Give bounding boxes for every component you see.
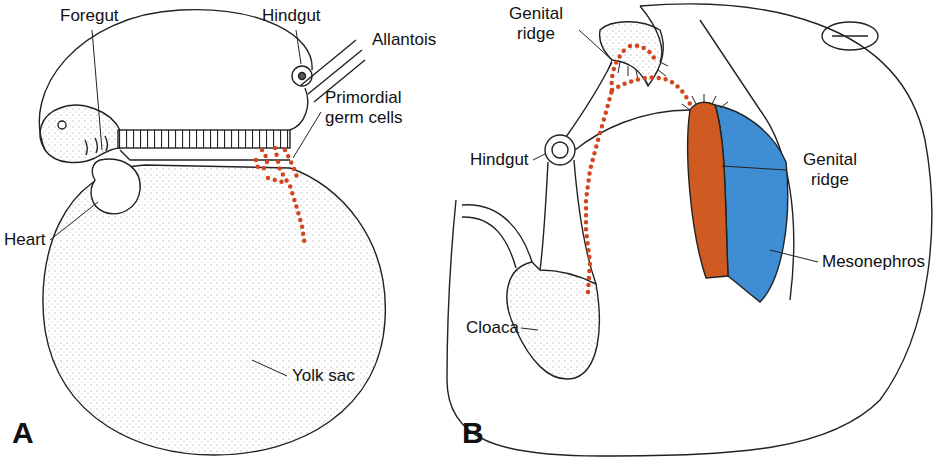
part-label: Cloaca	[466, 318, 519, 338]
hindgut-lumen	[552, 142, 568, 158]
embryo-eye	[58, 121, 66, 129]
genital-ridge	[688, 102, 728, 278]
part-label: Foregut	[60, 6, 119, 26]
allantois-tube	[462, 205, 532, 268]
primordial-germ-cells	[586, 46, 690, 292]
panel-letter: A	[12, 416, 34, 450]
somites	[118, 130, 290, 148]
hindgut-tube	[545, 135, 575, 165]
body-outline	[447, 4, 932, 456]
panel-a	[39, 10, 385, 455]
hindgut-lumen	[299, 73, 306, 80]
yolk-sac	[43, 165, 385, 455]
neural-canal	[832, 35, 868, 36]
genital-ridge-top	[600, 22, 664, 86]
tail-fold	[290, 88, 308, 130]
panel-b	[447, 4, 932, 456]
primordial-germ-cells	[256, 148, 305, 246]
hindgut-curl	[292, 66, 312, 86]
heart	[91, 159, 140, 214]
part-label: Hindgut	[262, 6, 321, 26]
pharyngeal-arches	[85, 136, 107, 155]
part-label: Mesonephros	[822, 252, 925, 272]
panel-letter: B	[462, 416, 484, 450]
part-label: Primordial germ cells	[325, 88, 417, 128]
part-label: Genital ridge	[496, 4, 576, 44]
embryo-head	[40, 105, 120, 162]
part-label: Genital ridge	[790, 150, 870, 190]
neural-tube	[822, 22, 878, 50]
part-label: Yolk sac	[292, 366, 355, 386]
cloaca	[507, 262, 599, 379]
part-label: Hindgut	[470, 150, 529, 170]
part-label: Heart	[4, 230, 46, 250]
leader-lines	[521, 30, 818, 330]
leader-lines	[50, 30, 321, 376]
part-label: Allantois	[372, 30, 436, 50]
mesentery	[566, 62, 690, 150]
